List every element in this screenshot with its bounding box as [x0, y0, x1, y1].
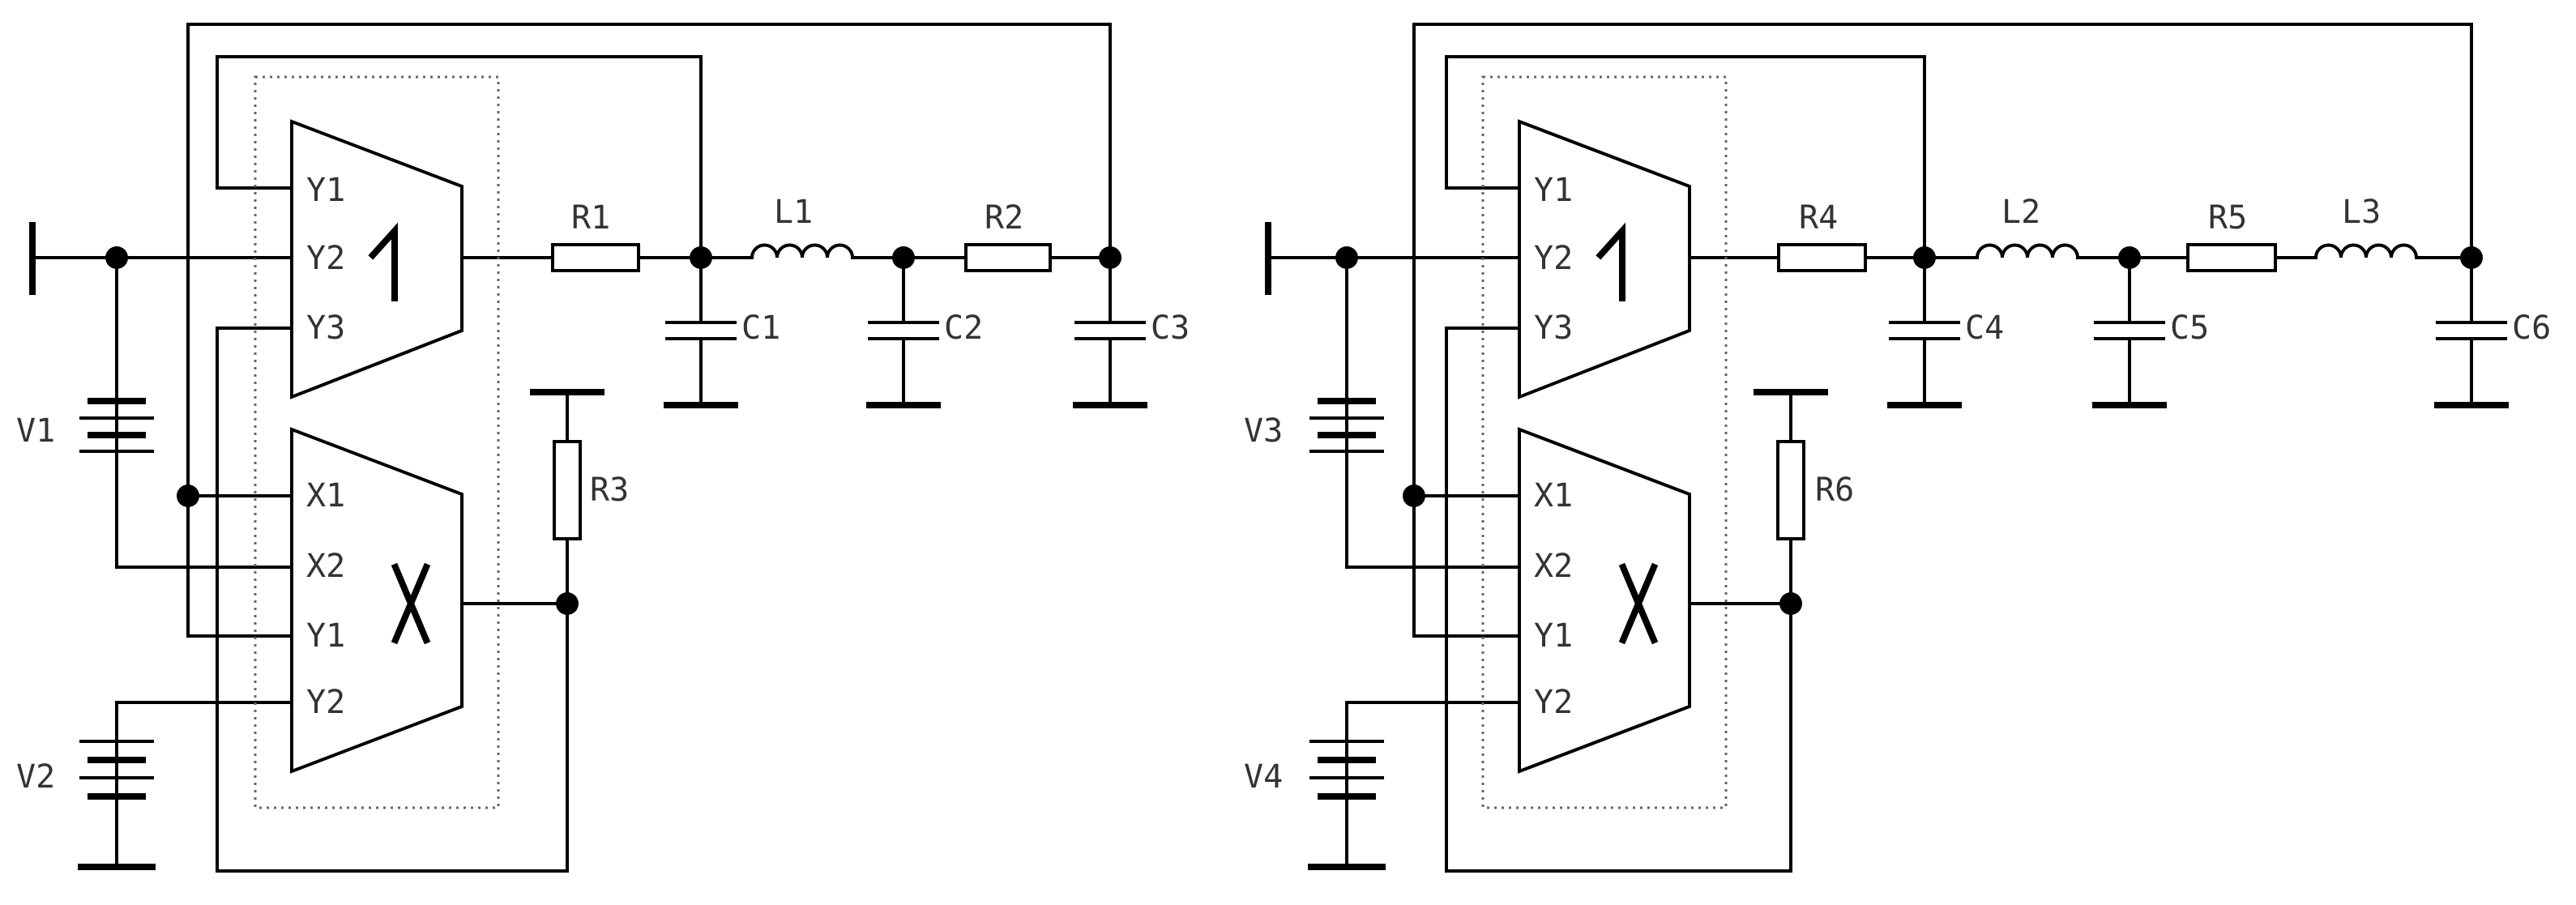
capacitor-c4 — [1887, 321, 1962, 408]
pin-label: Y1 — [1534, 617, 1573, 655]
ic-package-outline — [1481, 75, 1728, 809]
wiring — [1265, 23, 2473, 873]
junction-dot — [1403, 485, 1425, 507]
capacitor-c5 — [2092, 321, 2167, 408]
circuit-right: Y1 Y2 Y3 X1 X2 Y1 Y2 — [1244, 23, 2551, 873]
inductor-l2 — [1975, 243, 2080, 260]
component-label: L2 — [2001, 194, 2040, 231]
junction-dot — [105, 246, 128, 269]
component-label: R5 — [2208, 199, 2247, 237]
ic-package-outline — [254, 75, 500, 809]
battery-v1 — [79, 398, 154, 470]
pin-label: Y1 — [306, 617, 345, 655]
battery-v4 — [1309, 740, 1384, 820]
capacitor-c2 — [866, 321, 941, 408]
inductor-l3 — [2313, 243, 2419, 260]
capacitor-c6 — [2434, 321, 2509, 408]
component-label: L1 — [774, 194, 813, 231]
component-label: C5 — [2170, 309, 2209, 347]
wiring — [29, 23, 1112, 873]
component-label: C1 — [741, 309, 780, 347]
component-label: V4 — [1244, 758, 1283, 796]
comparator-symbol — [368, 222, 398, 301]
pin-label: Y1 — [306, 172, 345, 209]
component-label: C6 — [2512, 309, 2551, 347]
pin-label: X2 — [1534, 548, 1573, 585]
component-label: L3 — [2342, 194, 2381, 231]
comparator-block: Y1 Y2 Y3 — [290, 119, 464, 399]
junction-dot — [2460, 246, 2483, 269]
resistor-r1 — [551, 243, 640, 272]
component-label: R2 — [985, 199, 1023, 237]
component-label: C4 — [1965, 309, 2004, 347]
pin-label: X2 — [306, 548, 345, 585]
component-label: C2 — [944, 309, 983, 347]
battery-v3 — [1309, 398, 1384, 470]
component-label: R3 — [590, 472, 629, 509]
junction-dot — [1779, 592, 1802, 615]
inductor-l1 — [750, 243, 855, 260]
multiply-symbol — [1618, 562, 1659, 645]
component-label: V1 — [16, 412, 55, 450]
pin-label: Y2 — [306, 684, 345, 721]
multiplier-block: X1 X2 Y1 Y2 — [1518, 427, 1691, 774]
junction-dot — [556, 592, 579, 615]
circuit-left: Y1 Y2 Y3 X1 X2 Y1 Y2 — [16, 23, 1190, 873]
battery-v2 — [79, 740, 154, 820]
resistor-r5 — [2186, 243, 2277, 272]
multiply-symbol — [391, 562, 431, 645]
pin-label: Y2 — [306, 240, 345, 277]
resistor-r3 — [553, 440, 582, 540]
resistor-r6 — [1776, 440, 1805, 540]
component-label: V3 — [1244, 412, 1283, 450]
pin-label: Y3 — [1534, 309, 1573, 347]
pin-label: X1 — [306, 477, 345, 514]
component-label: R1 — [571, 199, 610, 237]
capacitor-c3 — [1073, 321, 1147, 408]
pin-label: Y2 — [1534, 684, 1573, 721]
capacitor-c1 — [664, 321, 738, 408]
junction-dot — [1099, 246, 1121, 269]
component-label: R4 — [1799, 199, 1838, 237]
junction-dot — [892, 246, 915, 269]
pin-label: X1 — [1534, 477, 1573, 514]
comparator-symbol — [1596, 222, 1625, 301]
component-label: C3 — [1151, 309, 1190, 347]
junction-dot — [1335, 246, 1358, 269]
resistor-r4 — [1777, 243, 1867, 272]
multiplier-block: X1 X2 Y1 Y2 — [290, 427, 464, 774]
component-label: R6 — [1815, 472, 1854, 509]
resistor-r2 — [964, 243, 1052, 272]
junction-dot — [690, 246, 712, 269]
junction-dot — [1913, 246, 1936, 269]
comparator-block: Y1 Y2 Y3 — [1518, 119, 1691, 399]
junction-dot — [2118, 246, 2141, 269]
pin-label: Y2 — [1534, 240, 1573, 277]
pin-label: Y3 — [306, 309, 345, 347]
pin-label: Y1 — [1534, 172, 1573, 209]
component-label: V2 — [16, 758, 55, 796]
junction-dot — [177, 485, 199, 507]
